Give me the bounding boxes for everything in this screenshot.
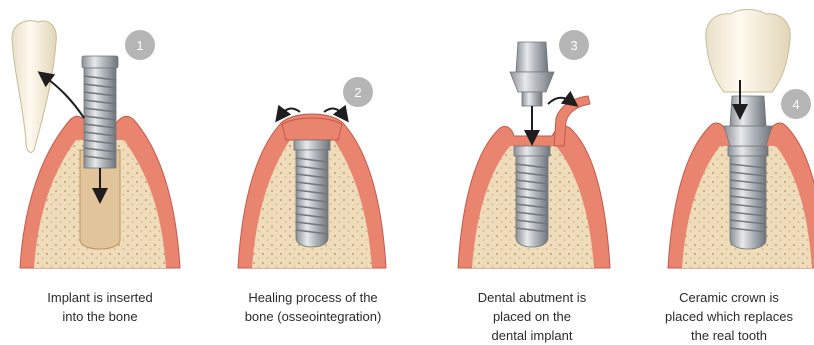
step-4-badge: 4 [781, 89, 811, 119]
caption-line: Ceramic crown is [644, 288, 814, 307]
step-1-illustration: 1 [12, 21, 180, 268]
step-3-illustration: 3 [458, 30, 610, 268]
step-1-number: 1 [136, 38, 143, 53]
step-2-number: 2 [354, 85, 361, 100]
step-1-badge: 1 [125, 30, 155, 60]
extracted-tooth-icon [12, 21, 56, 153]
healing-arrow-left-icon [280, 109, 300, 116]
caption-line: the real tooth [644, 326, 814, 345]
abutment-icon [724, 96, 772, 146]
step-4-illustration: 4 [668, 10, 814, 269]
caption-line: bone (osseointegration) [228, 307, 398, 326]
healing-arrow-right-icon [324, 109, 344, 116]
caption-line: Implant is inserted [15, 288, 185, 307]
ceramic-crown-icon [706, 10, 790, 93]
implant-screw-icon [294, 140, 330, 247]
step-1-caption: Implant is inserted into the bone [15, 288, 185, 326]
implant-screw-icon [514, 146, 550, 247]
caption-line: Dental abutment is [447, 288, 617, 307]
caption-line: placed on the [447, 307, 617, 326]
step-3-number: 3 [570, 38, 577, 53]
step-2-badge: 2 [343, 77, 373, 107]
abutment-icon [510, 42, 554, 106]
caption-line: Healing process of the [228, 288, 398, 307]
step-3-badge: 3 [559, 30, 589, 60]
caption-line: into the bone [15, 307, 185, 326]
step-4-number: 4 [792, 97, 799, 112]
caption-line: placed which replaces [644, 307, 814, 326]
implant-screw-icon [82, 56, 118, 168]
step-2-caption: Healing process of the bone (osseointegr… [228, 288, 398, 326]
step-2-illustration: 2 [238, 77, 386, 268]
gum-cover [282, 118, 342, 140]
step-3-caption: Dental abutment is placed on the dental … [447, 288, 617, 345]
implant-screw-icon [728, 146, 768, 249]
step-4-caption: Ceramic crown is placed which replaces t… [644, 288, 814, 345]
caption-line: dental implant [447, 326, 617, 345]
